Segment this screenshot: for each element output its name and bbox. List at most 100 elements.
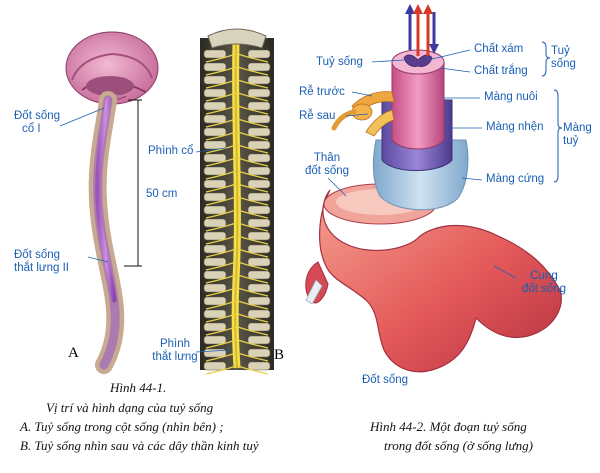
spinal-nerve — [237, 92, 269, 102]
spinal-nerve — [205, 326, 237, 336]
vertebra-segment — [203, 244, 227, 254]
label-dot-song-co-1: Đốt sống cổ I — [14, 110, 60, 136]
panel-letter-a: A — [68, 345, 79, 361]
spinal-nerve — [205, 352, 237, 362]
spine-back-view — [200, 28, 274, 375]
vertebra-segment — [247, 75, 271, 85]
caption-fig1-line3: B. Tuỷ sống nhìn sau và các dây thần kin… — [20, 438, 259, 453]
vertebra-segment — [203, 166, 227, 176]
vertebra-segment — [247, 62, 271, 72]
vertebra-cross-section — [305, 4, 562, 373]
spinal-nerve — [205, 131, 237, 141]
spinal-nerve — [205, 79, 237, 89]
length-bracket — [124, 99, 142, 267]
arrows-top — [405, 4, 439, 56]
vertebra-segment — [203, 205, 227, 215]
vertebra-segment — [203, 49, 227, 59]
vertebra-segment — [203, 322, 227, 332]
spinal-nerve — [237, 326, 269, 336]
spinal-nerve — [205, 118, 237, 128]
spinal-nerve — [237, 365, 269, 375]
label-line: đốt sống — [304, 165, 350, 177]
vertebra-segment — [203, 361, 227, 371]
label-cung-dot-song: Cung đốt sống — [512, 270, 576, 296]
vertebra-segment — [203, 335, 227, 345]
spinal-nerve — [205, 144, 237, 154]
spinal-nerve — [237, 313, 269, 323]
label-line: Cung — [530, 270, 558, 282]
vertebra-segment — [203, 270, 227, 280]
vertebra-segment — [247, 244, 271, 254]
vertebra-segment — [247, 192, 271, 202]
spinal-nerve — [237, 183, 269, 193]
vertebra-segment — [203, 192, 227, 202]
label-line: đốt sống — [521, 283, 567, 295]
vertebra-segment — [247, 179, 271, 189]
spinal-nerve — [205, 248, 237, 258]
vertebra-segments — [203, 49, 271, 371]
spinal-nerve — [237, 274, 269, 284]
label-line: Đốt sống — [14, 249, 61, 261]
vertebra-segment — [247, 257, 271, 267]
spinal-nerve — [205, 157, 237, 167]
spinal-nerve — [205, 170, 237, 180]
spinal-nerve — [237, 144, 269, 154]
label-line: tuỷ — [563, 135, 579, 147]
vertebra-segment — [247, 335, 271, 345]
spinal-nerve — [237, 209, 269, 219]
label-line: Đốt sống — [14, 110, 61, 122]
label-line: Thân — [313, 152, 341, 164]
spinal-nerve — [205, 222, 237, 232]
spinal-nerve — [237, 131, 269, 141]
spinal-nerve — [237, 287, 269, 297]
spinal-nerve — [205, 274, 237, 284]
vertebra-segment — [203, 309, 227, 319]
vertebra-segment — [247, 49, 271, 59]
label-chat-trang: Chất trắng — [474, 65, 528, 77]
spinal-nerve — [237, 170, 269, 180]
spinal-nerve — [205, 183, 237, 193]
caption-fig2-line1: Hình 44-2. Một đoạn tuỷ sống — [370, 419, 527, 434]
spinal-nerve — [237, 157, 269, 167]
caption-fig1-title: Hình 44-1. — [110, 380, 167, 395]
vertebra-segment — [247, 218, 271, 228]
label-line: sống — [551, 58, 576, 70]
spinal-nerve — [205, 339, 237, 349]
spinal-nerve — [237, 235, 269, 245]
vertebra-segment — [203, 231, 227, 241]
vertebra-segment — [203, 153, 227, 163]
label-line: thắt lưng — [152, 351, 198, 363]
spinal-nerve — [205, 261, 237, 271]
brain-illustration — [65, 31, 159, 105]
vertebra-segment — [247, 166, 271, 176]
label-mang-nuoi: Màng nuôi — [484, 91, 538, 103]
leader-line — [59, 107, 105, 127]
spinal-nerve — [205, 235, 237, 245]
label-mang-cung: Màng cứng — [486, 173, 545, 185]
label-length: 50 cm — [146, 188, 178, 200]
caption-fig1-line1: Vị trí và hình dạng của tuỷ sống — [46, 400, 214, 415]
spinal-nerve — [237, 339, 269, 349]
vertebra-segment — [247, 114, 271, 124]
label-phinh-that-lung: Phình thắt lưng — [150, 338, 200, 364]
spinal-nerve — [237, 105, 269, 115]
vertebra-segment — [247, 231, 271, 241]
label-than-dot-song: Thân đốt sống — [300, 152, 354, 178]
vertebra-segment — [203, 257, 227, 267]
vertebra-segment — [203, 179, 227, 189]
label-dot-song: Đốt sống — [362, 374, 409, 386]
spinal-nerve — [205, 365, 237, 375]
label-line: thắt lưng II — [14, 262, 70, 274]
vertebra-segment — [203, 88, 227, 98]
vertebra-segment — [247, 101, 271, 111]
label-phinh-co: Phình cổ — [148, 145, 194, 157]
vertebra-segment — [247, 127, 271, 137]
spinal-nerve — [237, 352, 269, 362]
spinal-nerve — [237, 79, 269, 89]
leader-line — [195, 349, 231, 353]
spinal-nerve — [205, 300, 237, 310]
spinal-nerve — [237, 118, 269, 128]
vertebra-segment — [247, 348, 271, 358]
vertebra-segment — [203, 218, 227, 228]
